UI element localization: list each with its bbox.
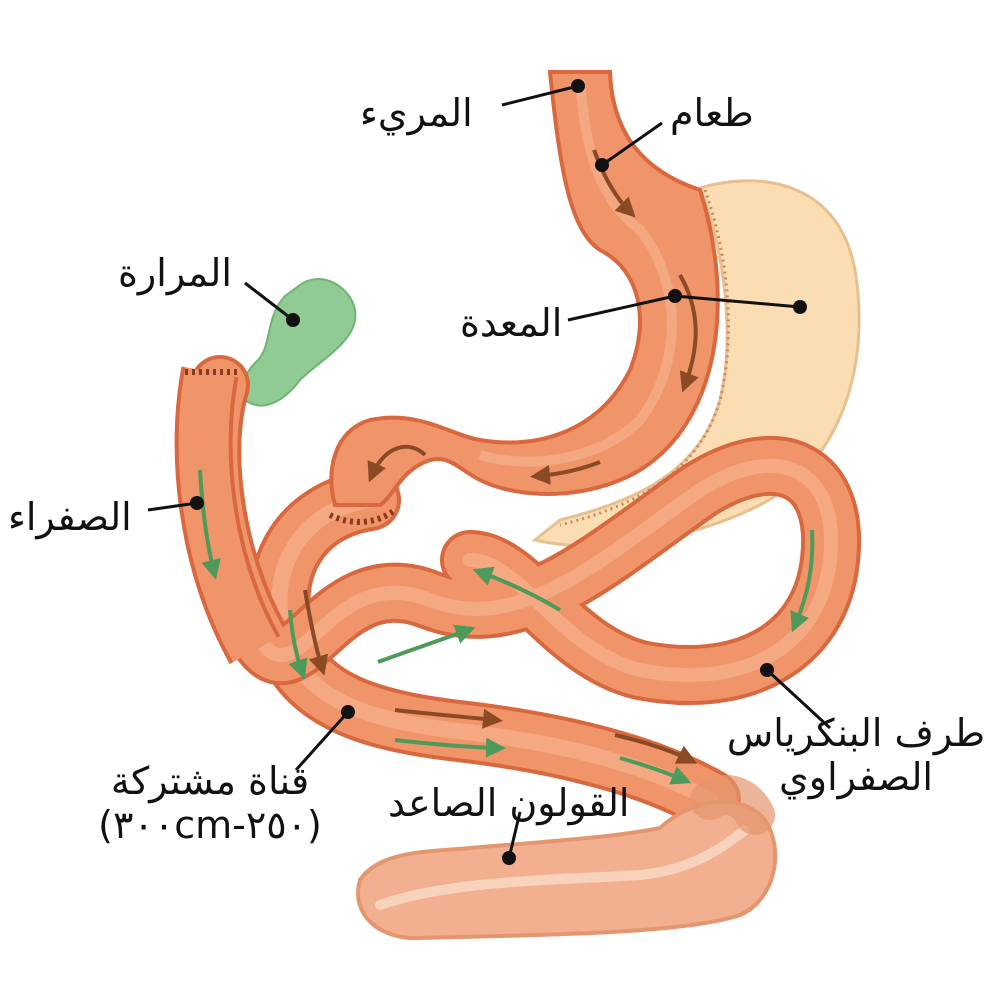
label-common-channel-length: (٣٠٠cm-٢٥٠)	[98, 802, 322, 847]
leader-biliopancreatic	[760, 663, 832, 730]
leader-gallbladder	[244, 281, 300, 327]
leader-food	[595, 121, 663, 172]
label-biliopancreatic-line1: طرف البنكرياس	[726, 711, 986, 755]
label-bile: الصفراء	[8, 495, 132, 539]
food-arrow	[592, 149, 636, 218]
bile-arrow	[790, 529, 815, 633]
bile-arrow	[619, 756, 692, 785]
food-arrow	[530, 460, 601, 485]
esophagus-and-stomach	[329, 70, 720, 507]
label-food: طعام	[670, 91, 754, 135]
food-arrow	[614, 733, 698, 764]
staple-line	[559, 189, 730, 527]
food-arrow	[367, 444, 427, 483]
bile-arrow	[472, 566, 562, 612]
leader-bile	[147, 496, 204, 512]
label-stomach: المعدة	[460, 301, 563, 345]
label-ascending-colon: القولون الصاعد	[388, 781, 630, 825]
label-biliopancreatic-line2: الصفراوي	[779, 754, 933, 799]
label-biliopancreatic-limb: طرف البنكرياس الصفراوي	[716, 711, 996, 799]
food-arrow	[678, 274, 699, 393]
label-gallbladder: المرارة	[118, 251, 232, 295]
label-common-channel-line1: قناة مشتركة	[110, 759, 310, 803]
food-arrow	[303, 589, 329, 676]
bile-arrow	[394, 737, 506, 758]
label-common-channel: قناة مشتركة (٣٠٠cm-٢٥٠)	[60, 759, 360, 847]
bile-arrow	[377, 624, 476, 664]
gallbladder-shape	[241, 278, 357, 407]
leader-stomach	[567, 289, 807, 322]
bile-arrow	[198, 469, 221, 580]
label-esophagus: المريء	[360, 91, 473, 135]
bile-arrow	[288, 609, 308, 680]
leader-common-channel	[294, 705, 355, 772]
leader-colon	[502, 811, 522, 865]
leader-esophagus	[501, 79, 585, 107]
food-arrow	[394, 708, 503, 729]
